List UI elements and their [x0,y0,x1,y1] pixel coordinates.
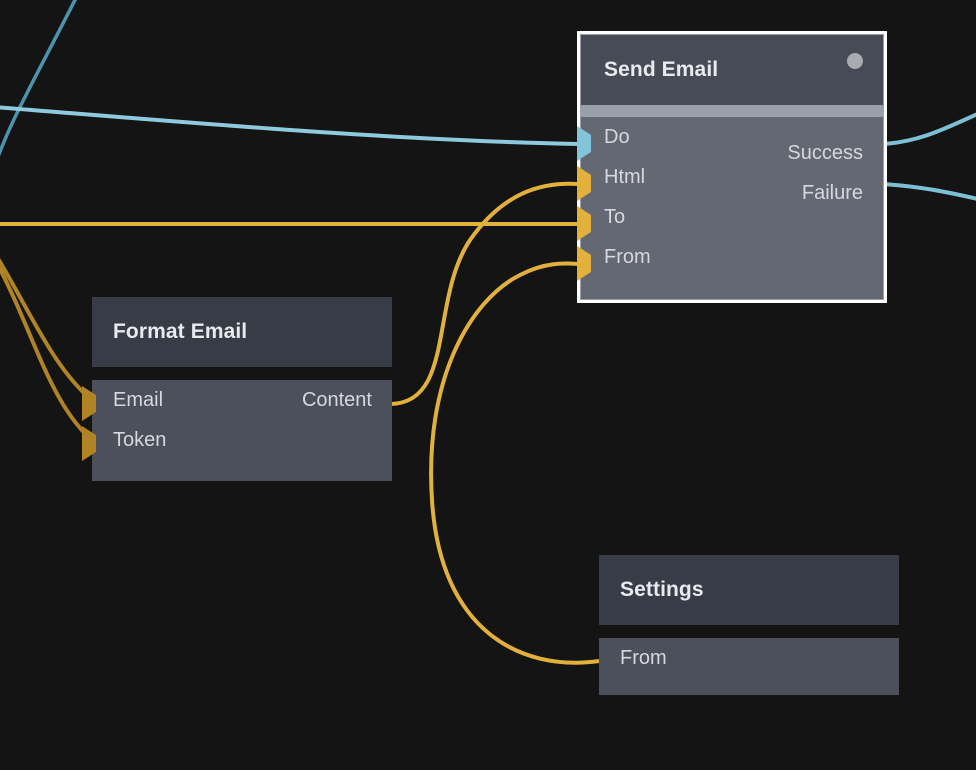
port-label-content: Content [301,389,372,411]
node-send-email[interactable]: Send Email Do Html To From Success Failu… [577,31,887,303]
node-format-email[interactable]: Format Email Email Content Token [92,297,392,481]
pin-input-to[interactable] [577,206,591,241]
pin-input-from[interactable] [577,246,591,281]
port-row-to[interactable]: To [604,197,863,237]
data-arrow-icon [82,386,96,421]
node-format-email-body: Email Content Token [92,380,392,481]
pin-input-html[interactable] [577,166,591,201]
node-settings[interactable]: Settings From [599,555,899,695]
data-arrow-icon [577,166,591,201]
pin-input-email[interactable] [82,386,96,421]
port-label-token: Token [113,429,167,451]
port-row-do[interactable]: Do [604,117,863,157]
node-settings-header[interactable]: Settings [599,555,899,625]
pin-input-do[interactable] [577,126,591,161]
port-row-settings-from[interactable]: From [620,638,879,678]
node-send-email-title: Send Email [604,58,719,81]
data-arrow-icon [577,206,591,241]
data-arrow-icon [577,246,591,281]
pin-input-token[interactable] [82,426,96,461]
node-send-email-body: Do Html To From Success Failure [581,117,883,299]
port-label-failure: Failure [801,182,863,204]
status-indicator-dot[interactable] [847,53,863,69]
node-settings-body: From [599,638,899,695]
port-row-token[interactable]: Token [113,420,372,460]
node-format-email-header[interactable]: Format Email [92,297,392,367]
wire-settings-from-to-from [429,261,600,665]
wire-content-to-html [390,181,579,406]
port-label-do: Do [604,126,630,148]
port-label-html: Html [604,166,646,188]
node-send-email-header[interactable]: Send Email [581,35,883,105]
wire-failure-out [881,182,976,201]
port-label-settings-from: From [620,647,667,669]
port-label-from: From [604,246,651,268]
port-label-success: Success [787,142,863,164]
wire-offscreen-to-email [0,258,98,406]
wire-success-out [881,112,976,146]
node-format-email-title: Format Email [113,320,248,343]
data-arrow-icon [82,426,96,461]
port-label-to: To [604,206,626,228]
port-row-from[interactable]: From [604,237,863,277]
port-label-email: Email [113,389,164,411]
port-row-email[interactable]: Email Content [113,380,372,420]
exec-arrow-icon [577,126,591,161]
wire-exec-crossing [0,0,77,157]
wire-exec-into-do [0,105,579,146]
port-row-html[interactable]: Html [604,157,863,197]
node-settings-title: Settings [620,578,704,601]
